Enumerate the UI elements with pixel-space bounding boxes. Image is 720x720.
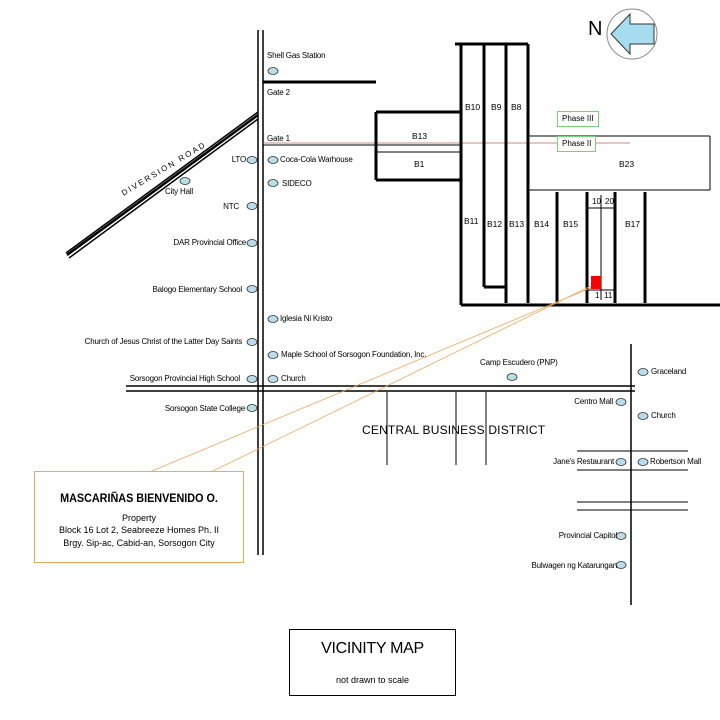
centro-marker-icon [615,398,627,406]
block-b11: B11 [464,216,479,226]
lto-label: LTO [231,155,246,164]
lot-20: 20 [605,197,614,206]
iglesia-label: Iglesia Ni Kristo [280,314,333,323]
property-marker [591,276,601,289]
block-b9: B9 [491,102,502,112]
shell-label: Shell Gas Station [267,51,326,60]
block-b1: B1 [414,159,425,169]
statecollege-marker-icon [246,404,258,412]
map-subtitle: not drawn to scale [335,675,410,685]
balogo-marker-icon [246,285,258,293]
phase3-box: Phase III [557,111,599,127]
landmark-ovals [179,67,649,569]
diversion-road [65,111,259,259]
dar-marker-icon [246,239,258,247]
capitol-label: Provincial Capitol [558,531,617,540]
janes-marker-icon [615,458,627,466]
north-label: N [588,18,603,40]
map-title-box: VICINITY MAP not drawn to scale [289,629,456,696]
gate1-label: Gate 1 [267,134,290,143]
property-address-1: Block 16 Lot 2, Seabreeze Homes Ph. II [58,525,220,535]
property-label: Property [121,513,156,523]
centro-label: Centro Mall [574,397,613,406]
robertson-label: Robertson Mall [650,457,702,466]
maple-label: Maple School of Sorsogon Foundation, Inc… [281,350,427,359]
block-b13: B13 [509,219,525,229]
lto-marker-icon [246,156,258,164]
block-b15: B15 [563,219,579,229]
church1-label: Church [281,374,306,383]
robertson-marker-icon [637,458,649,466]
block-b13-top: B13 [412,131,428,141]
graceland-label: Graceland [651,367,687,376]
lot-1: 1 [595,291,600,300]
property-leader-lines [151,284,594,472]
ntc-label: NTC [223,202,239,211]
cocacola-marker-icon [267,156,279,164]
gate2-label: Gate 2 [267,88,290,97]
bulwagan-marker-icon [615,561,627,569]
block-b12: B12 [487,219,503,229]
ntc-marker-icon [246,202,258,210]
block-b23: B23 [619,159,635,169]
lds-marker-icon [246,338,258,346]
church1-marker-icon [267,375,279,383]
sideco-marker-icon [267,179,279,187]
dar-label: DAR Provincial Office [173,238,246,247]
cbd-streets [386,392,688,511]
lot-11: 11 [604,291,613,300]
janes-label: Jane's Restaurant [553,457,614,466]
property-owner: MASCARIÑAS BIENVENIDO O. [60,491,218,505]
shell-marker-icon [267,67,279,75]
camp-label: Camp Escudero (PNP) [480,358,558,367]
block-b8: B8 [511,102,522,112]
north-arrow-icon [606,8,658,60]
cocacola-label: Coca-Cola Warhouse [280,155,353,164]
cbd-label: CENTRAL BUSINESS DISTRICT [362,423,546,437]
map-title: VICINITY MAP [321,640,424,657]
cityhall-marker-icon [179,177,191,185]
highschool-marker-icon [246,375,258,383]
capitol-marker-icon [615,532,627,540]
graceland-marker-icon [637,368,649,376]
lot-10: 10 [592,197,601,206]
city-hall-label: City Hall [165,187,193,196]
iglesia-marker-icon [267,315,279,323]
block-b10: B10 [465,102,481,112]
sideco-label: SIDECO [282,179,312,188]
phase2-box: Phase II [557,136,597,152]
subdivision [374,42,720,307]
bulwagan-label: Bulwagen ng Katarungan [531,561,618,570]
block-b17: B17 [625,219,641,229]
state-college-label: Sorsogon State College [164,404,245,413]
lds-label: Church of Jesus Christ of the Latter Day… [84,337,243,346]
block-b14: B14 [534,219,550,229]
property-address-2: Brgy. Sip-ac, Cabid-an, Sorsogon City [63,538,215,548]
maple-marker-icon [267,351,279,359]
church2-marker-icon [637,412,649,420]
property-callout: MASCARIÑAS BIENVENIDO O. Property Block … [34,471,244,563]
main-road [257,30,264,555]
cbd-road [126,385,635,392]
camp-marker-icon [506,373,518,381]
high-school-label: Sorsogon Provincial High School [129,374,241,383]
church2-label: Church [651,411,676,420]
balogo-label: Balogo Elementary School [152,285,243,294]
